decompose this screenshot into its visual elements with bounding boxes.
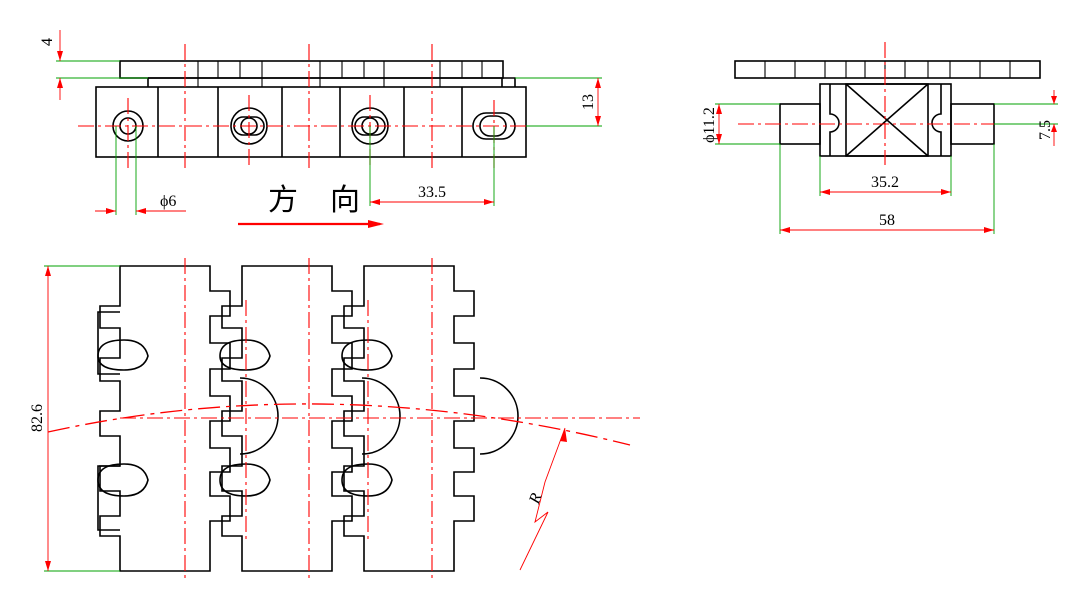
front-view: 4 13 ϕ6 33.5: [39, 30, 602, 228]
label-direction-2: 向: [330, 183, 360, 218]
dim-pin-dia: ϕ6: [95, 126, 186, 215]
dim-overall-length: 82.6: [29, 265, 120, 572]
label-boss-offset: 7.5: [1037, 120, 1054, 140]
label-width-inner: 35.2: [871, 174, 899, 191]
label-boss-dia: ϕ11.2: [701, 107, 718, 143]
label-direction-1: 方: [268, 183, 298, 218]
dim-pitch: 33.5: [369, 126, 495, 206]
side-top-plate: [734, 60, 1041, 79]
side-notch-left: [829, 84, 840, 156]
top-semicircle-pivots: [239, 377, 519, 455]
front-step-strip: [147, 77, 516, 87]
dim-radius: R: [519, 427, 567, 571]
side-notch-right: [931, 84, 942, 156]
label-link-height: 13: [580, 94, 597, 110]
side-cross-2: [845, 83, 929, 157]
top-view: R 82.6: [29, 258, 640, 580]
front-center-lines: [78, 44, 545, 168]
front-link-body: [95, 86, 527, 158]
front-step-joints: [197, 78, 441, 87]
dim-width-outer: 58: [779, 144, 995, 234]
direction-indicator: 方 向: [238, 183, 384, 228]
label-width-outer: 58: [879, 212, 895, 229]
side-top-plate-joints: [764, 61, 1011, 78]
dim-boss-dia: ϕ11.2: [701, 103, 780, 145]
label-overall-length: 82.6: [29, 404, 46, 432]
side-center-lines: [738, 42, 1030, 165]
dim-link-height: 13: [515, 77, 602, 127]
side-view: ϕ11.2 7.5 35.2 58: [701, 42, 1058, 234]
top-center-lines: [120, 258, 640, 580]
top-left-lugs: [97, 311, 149, 531]
label-flight-thickness: 4: [39, 38, 56, 46]
dim-width-inner: 35.2: [819, 156, 952, 196]
dim-flight-thickness: 4: [39, 30, 148, 100]
label-pitch: 33.5: [418, 184, 446, 201]
front-link-dividers: [157, 87, 463, 157]
front-top-plate-joints: [197, 61, 483, 78]
label-pin-dia: ϕ6: [160, 193, 176, 210]
radius-arc: [47, 403, 631, 446]
top-inner-lugs: [219, 339, 393, 497]
front-top-plate: [119, 60, 504, 79]
side-center-box: [845, 83, 929, 157]
dim-boss-offset: 7.5: [994, 90, 1058, 146]
